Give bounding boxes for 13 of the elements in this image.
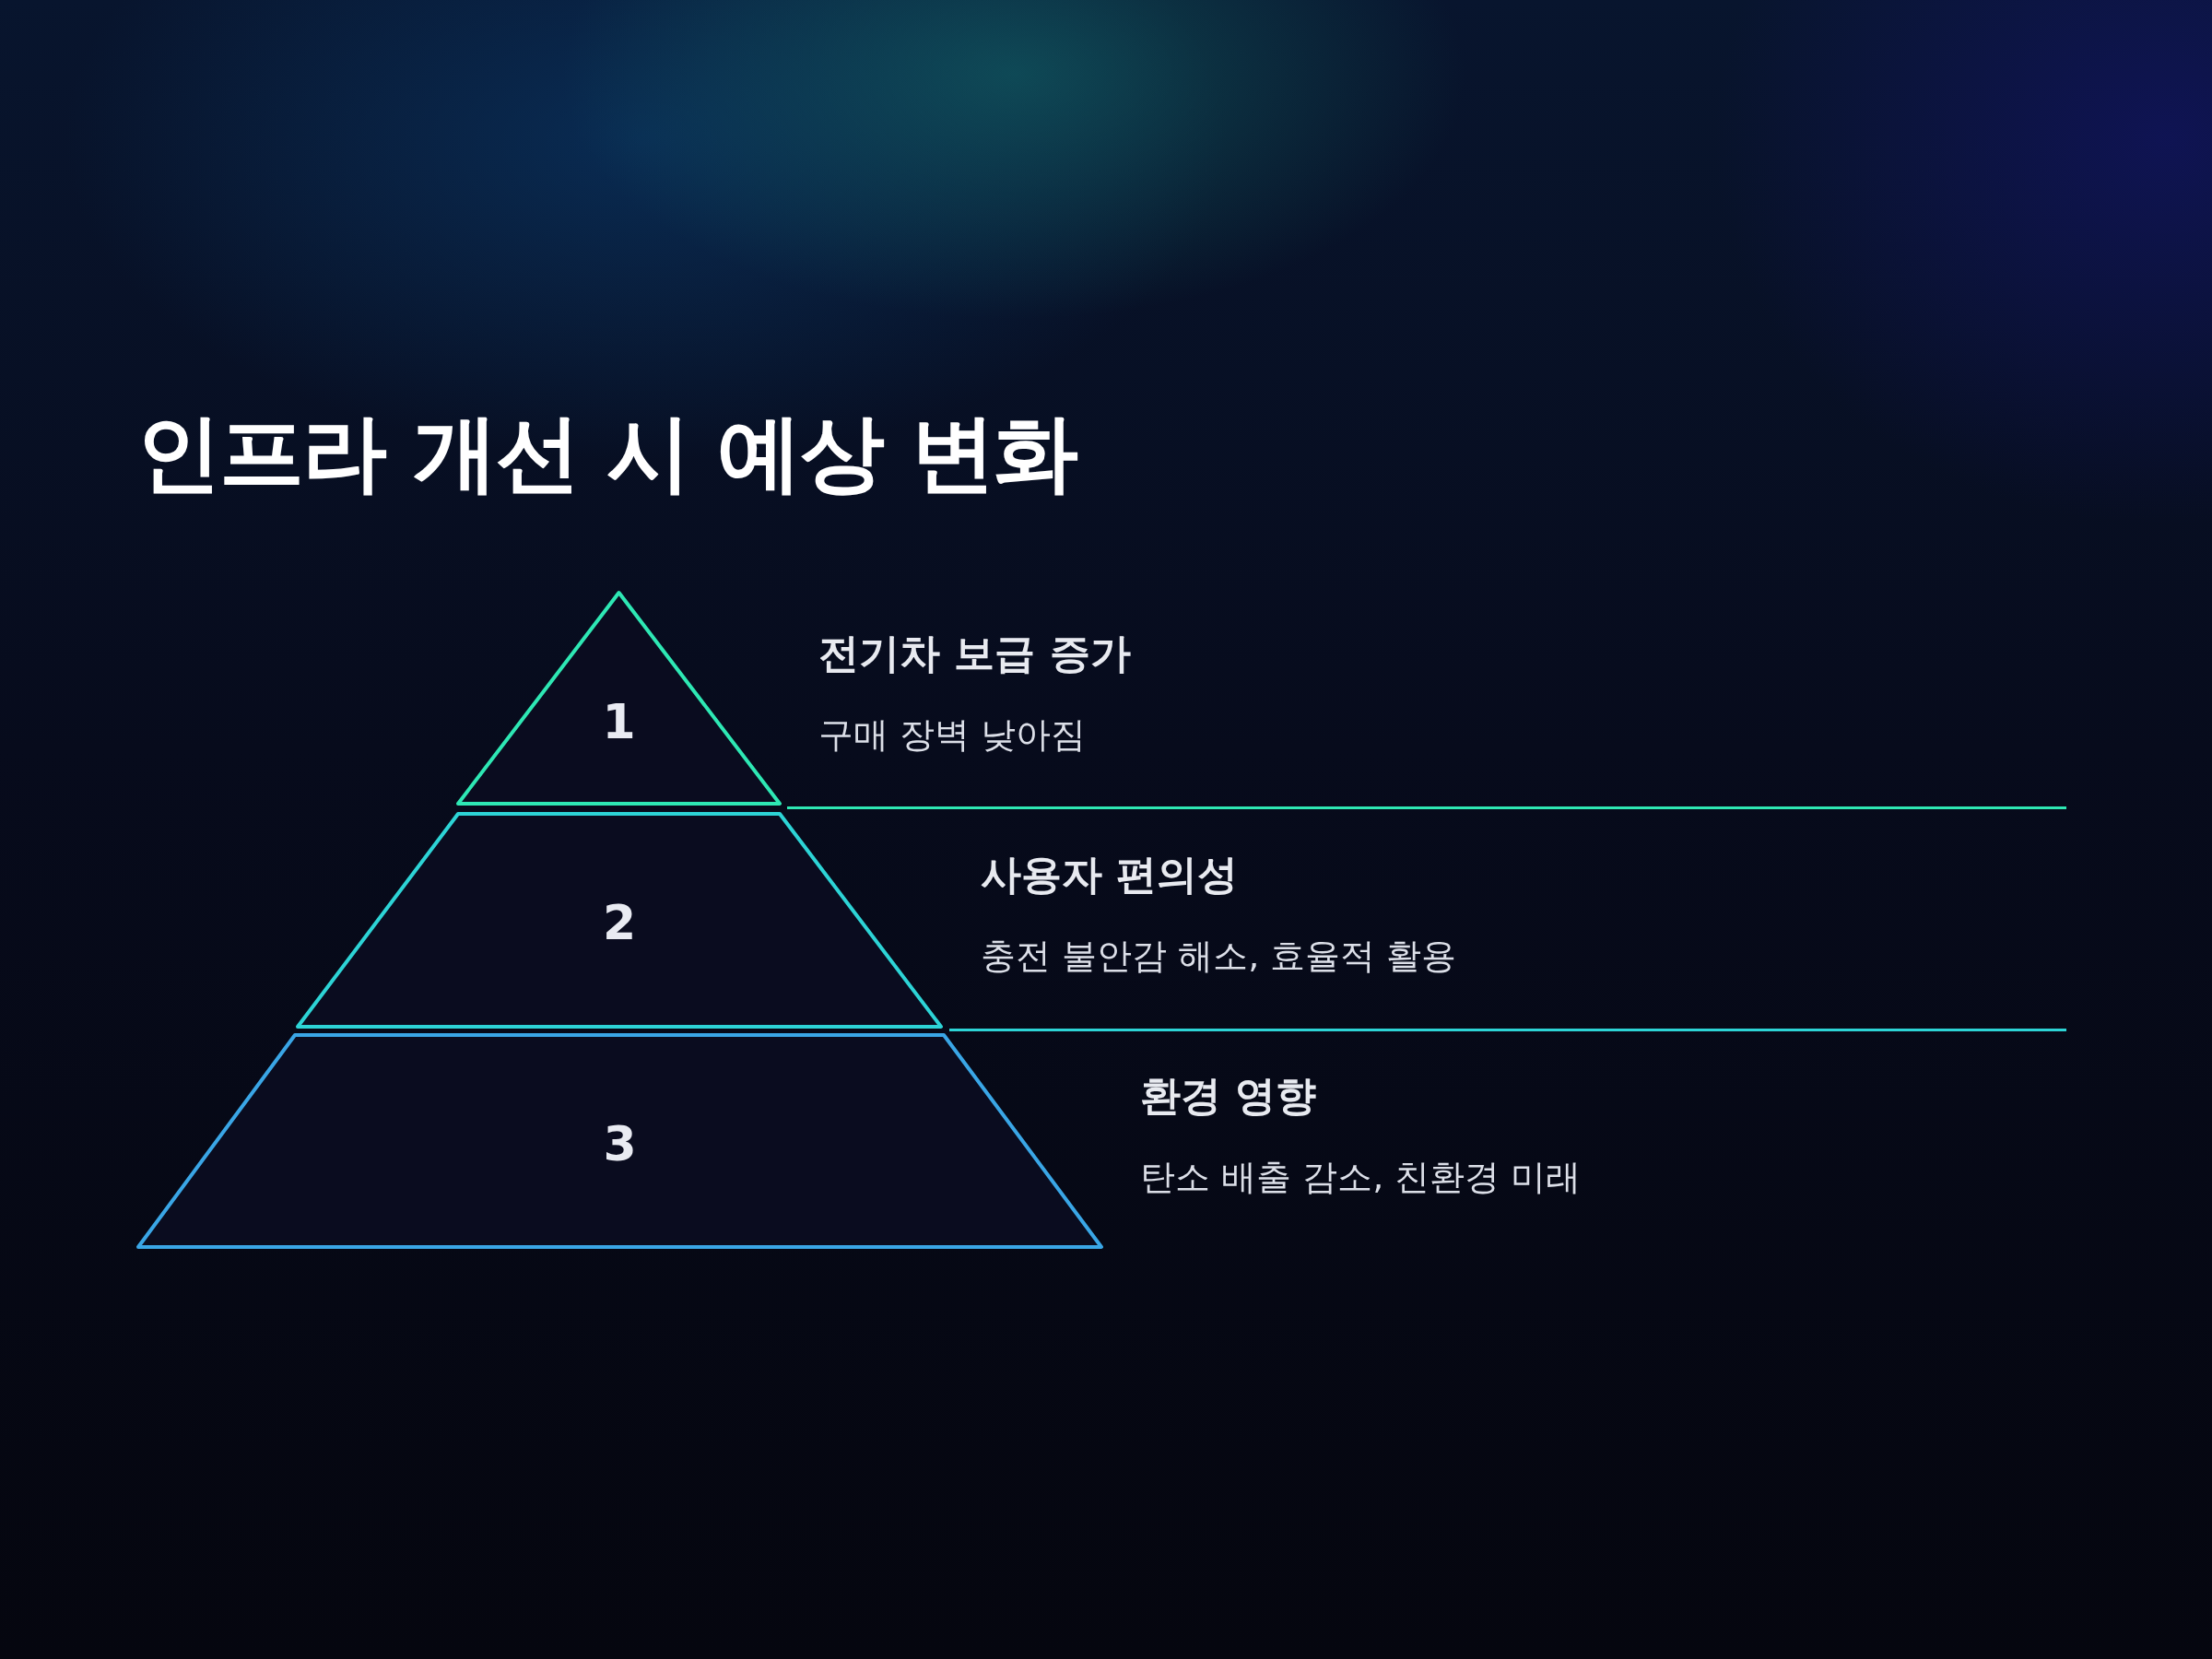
title: 인프라 개선 시 예상 변화 [136, 403, 1077, 504]
tier-description: 충전 불안감 해소, 효율적 활용 [981, 935, 1457, 978]
tier-heading: 사용자 편의성 [981, 850, 1239, 900]
pyramid-tier [138, 1035, 1101, 1247]
pyramid-tier [298, 814, 941, 1027]
tier-description: 구매 장벽 낮아짐 [818, 713, 1087, 757]
tier-description: 탄소 배출 감소, 친환경 미래 [1140, 1156, 1582, 1199]
tier-number: 2 [602, 895, 637, 950]
tier-heading: 환경 영향 [1140, 1071, 1317, 1121]
tier-heading: 전기차 보급 증가 [818, 629, 1131, 678]
pyramid-tier [458, 593, 780, 804]
tier-number: 3 [603, 1116, 637, 1171]
tier-number: 1 [602, 694, 636, 749]
